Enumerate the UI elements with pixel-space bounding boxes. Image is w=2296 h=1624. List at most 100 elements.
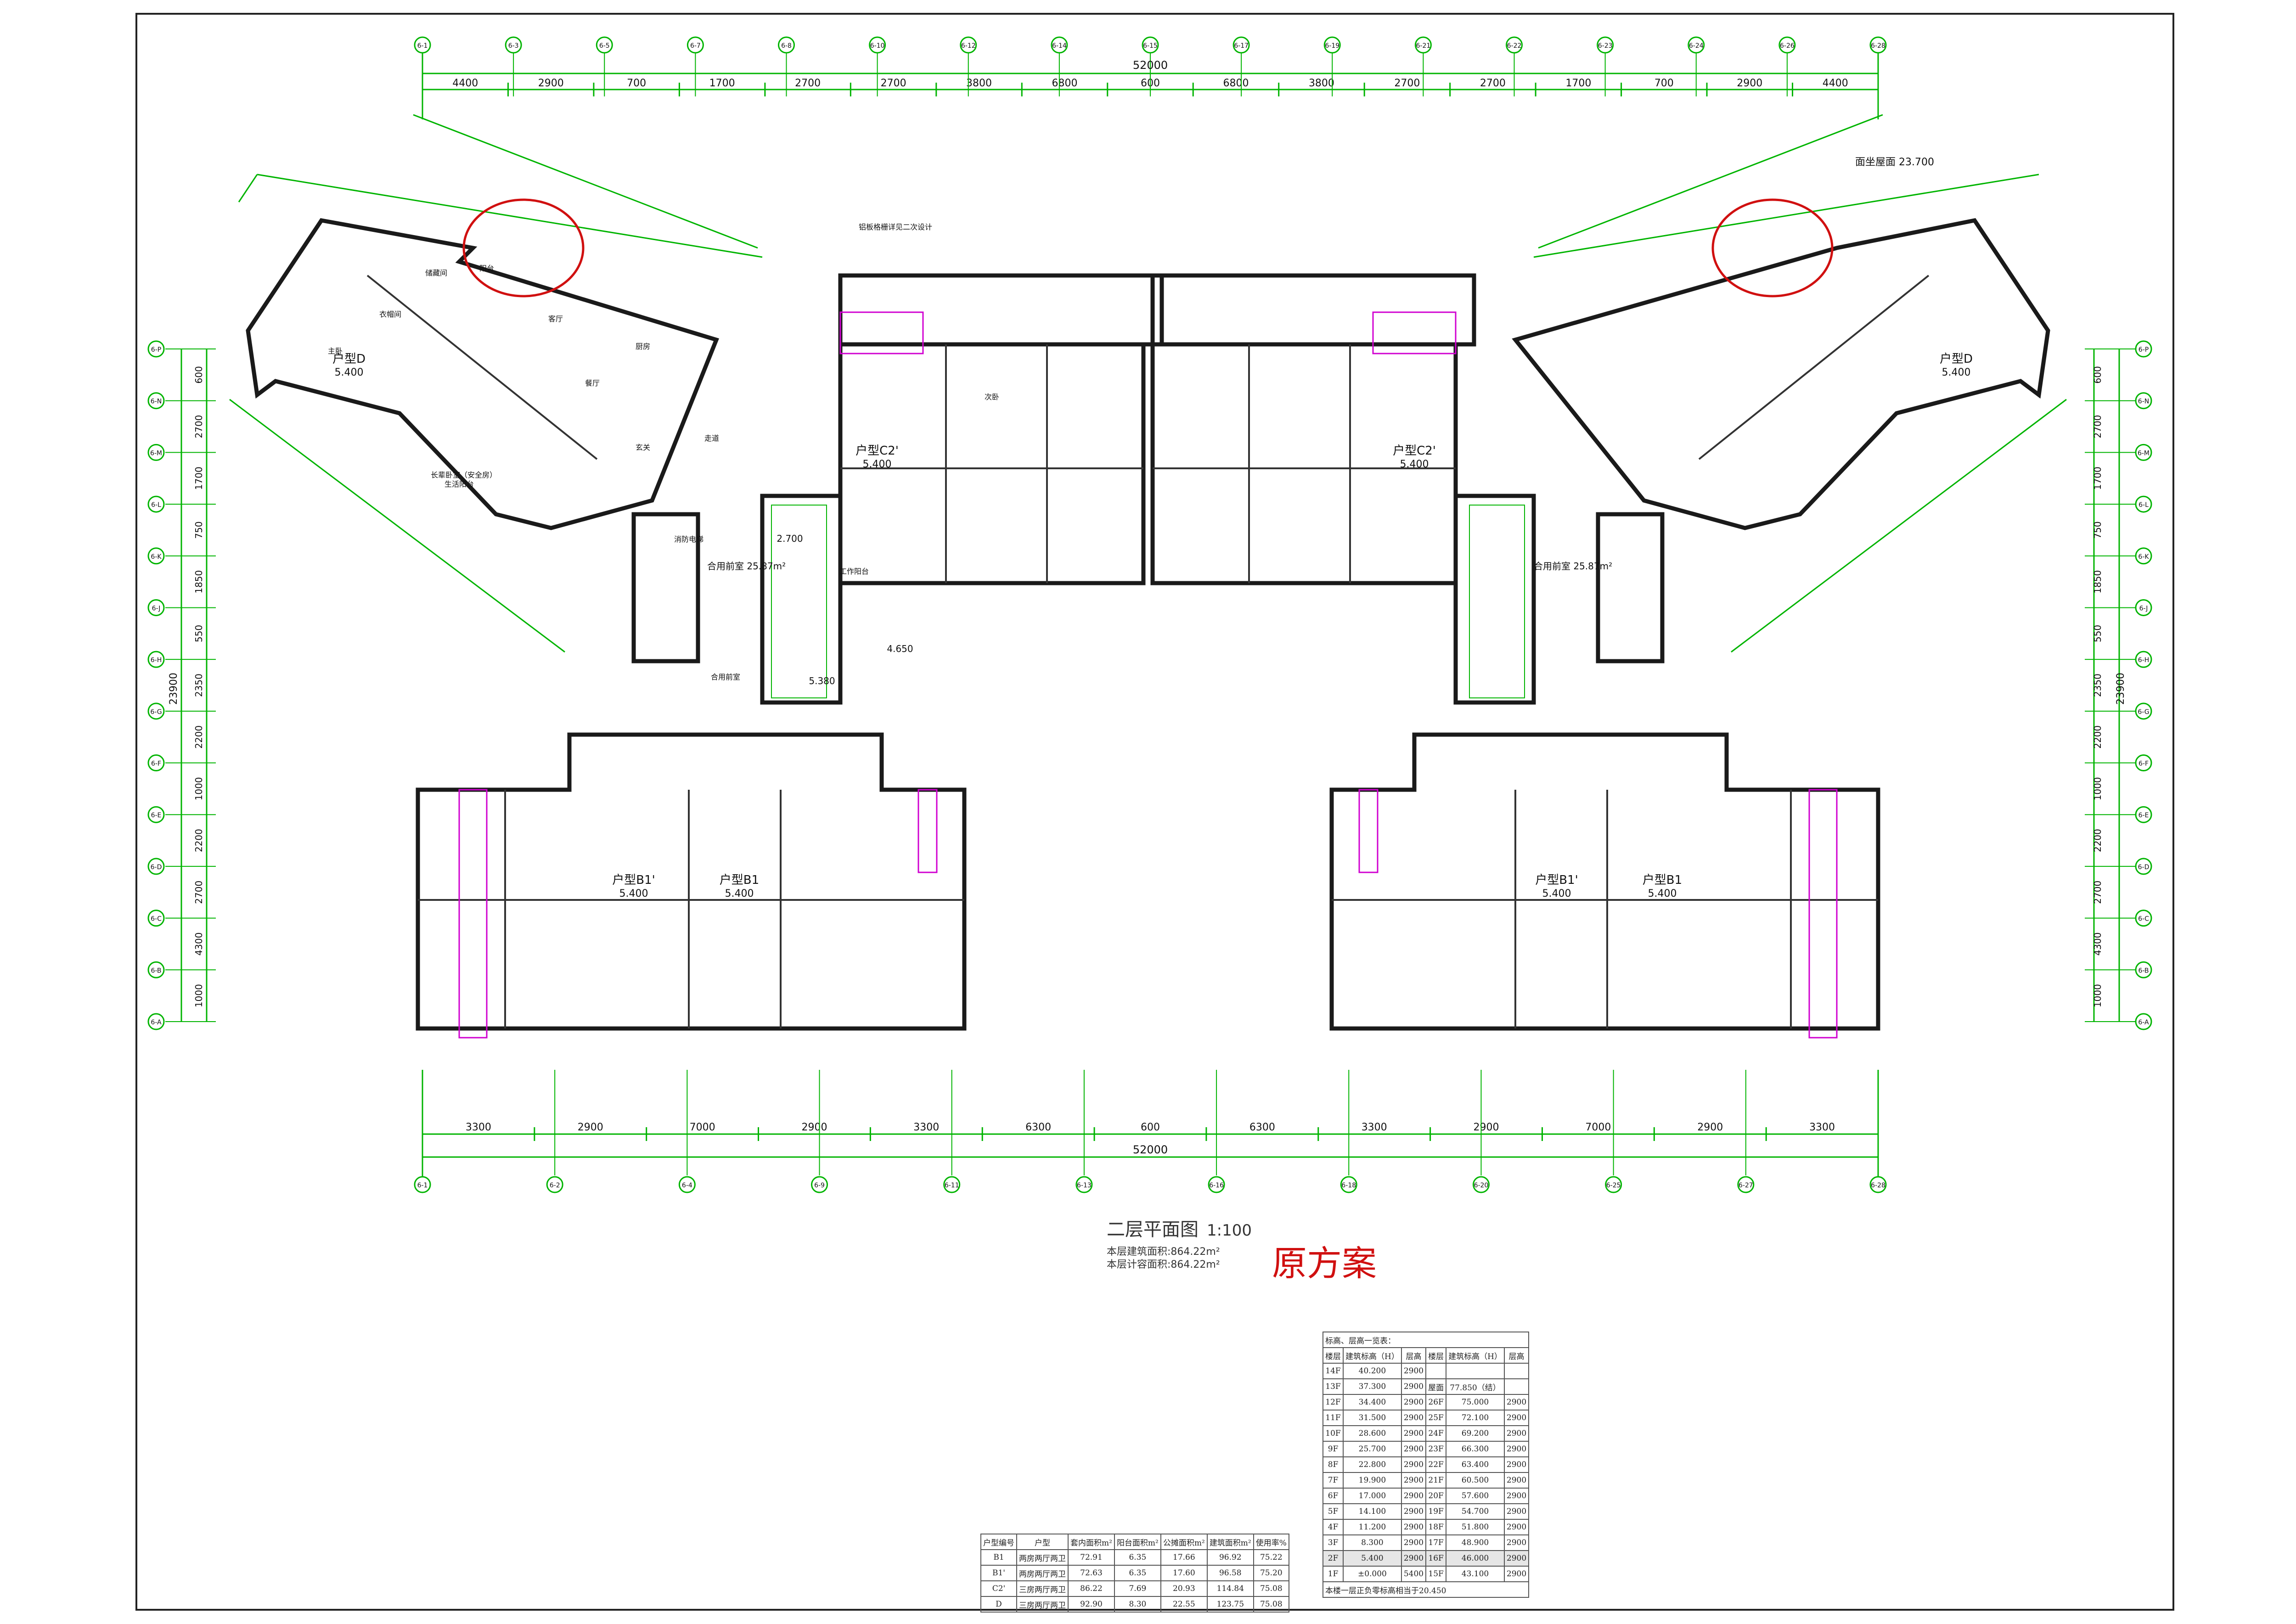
top-dimension: 1700: [1565, 78, 1591, 89]
bottom-dimension: 2900: [1697, 1122, 1723, 1133]
axis-label: 6-N: [2138, 398, 2149, 405]
top-axis-bubble: 6-5: [596, 36, 613, 54]
axis-circle: [147, 340, 165, 358]
top-dimension: 2700: [795, 78, 821, 89]
side-dimension-right: 4300: [2092, 933, 2103, 956]
bottom-dimension: 3300: [466, 1122, 491, 1133]
table-header-cell: 使用率%: [1253, 1534, 1289, 1550]
bottom-axis-bubble: 6-28: [1869, 1176, 1887, 1193]
unit-level-label: 5.400: [335, 367, 364, 378]
axis-circle: [1208, 1176, 1225, 1193]
right-axis-bubble: 6-C: [2135, 910, 2152, 927]
level-table-note: 本楼一层正负零标高相当于20.450: [1322, 1581, 1530, 1598]
room-label: 消防电梯: [674, 535, 703, 544]
axis-label: 6-19: [1325, 42, 1339, 50]
axis-circle: [943, 1176, 961, 1193]
axis-label: 6-M: [150, 450, 162, 457]
axis-circle: [811, 1176, 828, 1193]
table-cell: 17.000: [1343, 1488, 1402, 1504]
level-mark: 4.650: [887, 643, 913, 654]
axis-label: 6-K: [2138, 553, 2149, 561]
axis-label: 6-1: [417, 1182, 428, 1189]
unit-level-label: 5.400: [1648, 888, 1677, 899]
left-axis-bubble: 6-A: [147, 1013, 165, 1030]
bottom-dimension: 6300: [1249, 1122, 1275, 1133]
axis-label: 6-A: [151, 1019, 162, 1026]
level-mark: 5.380: [809, 675, 835, 686]
table-header-cell: 建筑面积m²: [1206, 1534, 1254, 1550]
side-dimension-left: 600: [193, 366, 204, 383]
room-label: 餐厅: [585, 379, 600, 388]
side-dimension-right: 1000: [2092, 777, 2103, 800]
side-dimension-left: 1000: [193, 984, 204, 1007]
table-cell: [1503, 1363, 1530, 1379]
top-axis-bubble: 6-10: [869, 36, 886, 54]
top-dimension: 4400: [1823, 78, 1848, 89]
unit-type-labels: 户型D5.400户型C2'5.400户型C2'5.400户型D5.400户型B1…: [332, 352, 1973, 899]
table-cell: 22F: [1425, 1456, 1447, 1473]
top-axis-bubble: 6-17: [1232, 36, 1250, 54]
axis-label: 6-16: [1209, 1182, 1224, 1189]
top-dimension: 6800: [1052, 78, 1078, 89]
table-cell: 2900: [1401, 1441, 1427, 1457]
axis-label: 6-8: [781, 42, 792, 50]
axis-circle: [2135, 599, 2152, 616]
bottom-dimension: 2900: [578, 1122, 603, 1133]
unit-level-label: 5.400: [1542, 888, 1571, 899]
axis-label: 6-10: [870, 42, 885, 50]
axis-label: 6-21: [1416, 42, 1430, 50]
table-header-cell: 建筑标高（H）: [1446, 1347, 1505, 1364]
axis-label: 6-7: [690, 42, 701, 50]
revision-highlight-circles: [462, 198, 1834, 298]
unit-level-label: 5.400: [1400, 459, 1429, 470]
table-cell: 96.92: [1206, 1549, 1254, 1566]
top-dimension: 2900: [1737, 78, 1762, 89]
table-cell: 2900: [1503, 1425, 1530, 1442]
table-cell: 75.000: [1446, 1394, 1505, 1410]
lobby-label-right: 合用前室 25.87m²: [1534, 561, 1612, 572]
right-axis-bubble: 6-D: [2135, 858, 2152, 875]
table-cell: 2900: [1401, 1410, 1427, 1426]
table-cell: 2900: [1503, 1441, 1530, 1457]
axis-label: 6-20: [1474, 1182, 1489, 1189]
axis-label: 6-E: [2138, 812, 2149, 819]
axis-circle: [1323, 36, 1341, 54]
table-header-cell: 楼层: [1322, 1347, 1344, 1364]
table-cell: 96.58: [1206, 1565, 1254, 1581]
axis-circle: [1737, 1176, 1755, 1193]
axis-label: 6-M: [2138, 450, 2150, 457]
axis-circle: [1778, 36, 1796, 54]
unit-type-label: 户型B1': [1535, 873, 1578, 887]
table-cell: 17F: [1425, 1534, 1447, 1551]
table-cell: 7F: [1322, 1472, 1344, 1489]
axis-circle: [1075, 1176, 1093, 1193]
unit-type-label: 户型D: [332, 352, 366, 366]
table-cell: 54.700: [1446, 1503, 1505, 1520]
left-axis-bubble: 6-P: [147, 340, 165, 358]
axis-circle: [147, 754, 165, 772]
top-dimension: 2700: [1480, 78, 1506, 89]
bottom-axis-bubble: 6-25: [1605, 1176, 1622, 1193]
left-axis-bubble: 6-K: [147, 547, 165, 565]
lobby-label-left: 合用前室 25.87m²: [707, 561, 786, 572]
table-cell: [1425, 1363, 1447, 1379]
side-dimension-left: 750: [193, 521, 204, 539]
table-header-cell: 建筑标高（H）: [1343, 1347, 1402, 1364]
axis-label: 6-F: [151, 760, 161, 768]
axis-label: 6-C: [2138, 916, 2149, 923]
axis-label: 6-27: [1739, 1182, 1753, 1189]
axis-circle: [1232, 36, 1250, 54]
table-cell: 63.400: [1446, 1456, 1505, 1473]
bottom-dimension: 2900: [1474, 1122, 1499, 1133]
table-cell: 1F: [1322, 1566, 1344, 1582]
wing-dimension-lines: [229, 114, 2067, 653]
top-axis-bubble: 6-12: [960, 36, 977, 54]
table-header-row: 楼层建筑标高（H）层高楼层建筑标高（H）层高: [1322, 1347, 1530, 1364]
axis-circle: [2135, 340, 2152, 358]
